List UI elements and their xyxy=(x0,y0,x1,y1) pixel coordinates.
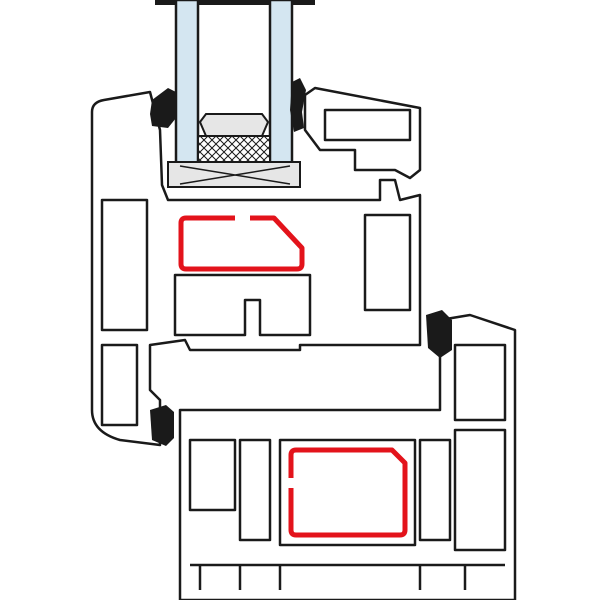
glazing-block-cross xyxy=(179,165,291,185)
gasket-icon-sash-outer xyxy=(150,405,174,446)
gaskets xyxy=(150,78,452,446)
glazing-unit xyxy=(155,0,315,188)
glass-top-cap xyxy=(155,0,315,5)
sash-chamber xyxy=(323,108,412,142)
sash-steel-reinforcement xyxy=(178,215,305,272)
frame-profile xyxy=(178,313,517,600)
frame-chamber xyxy=(278,438,417,547)
glass-pane-inner xyxy=(268,0,294,167)
gasket-icon-glazing-inner xyxy=(290,78,306,132)
spacer-bar xyxy=(198,113,270,137)
frame-chamber xyxy=(238,438,272,542)
frame-chamber xyxy=(453,343,507,422)
frame-chamber xyxy=(453,428,507,552)
frame-steel-reinforcement xyxy=(288,447,408,538)
frame-base-chambers xyxy=(190,563,505,590)
sealant xyxy=(197,135,271,163)
gasket-icon-glazing-outer xyxy=(150,88,176,128)
glass-pane-outer xyxy=(174,0,200,167)
gasket-icon-frame xyxy=(426,310,452,358)
sash-chamber xyxy=(363,213,412,312)
frame-chamber xyxy=(418,438,452,542)
sash-chamber xyxy=(100,343,139,427)
sash-chamber xyxy=(100,198,149,332)
sash-chamber xyxy=(173,273,312,337)
reinforcements xyxy=(178,215,408,538)
frame-chamber xyxy=(188,438,237,512)
